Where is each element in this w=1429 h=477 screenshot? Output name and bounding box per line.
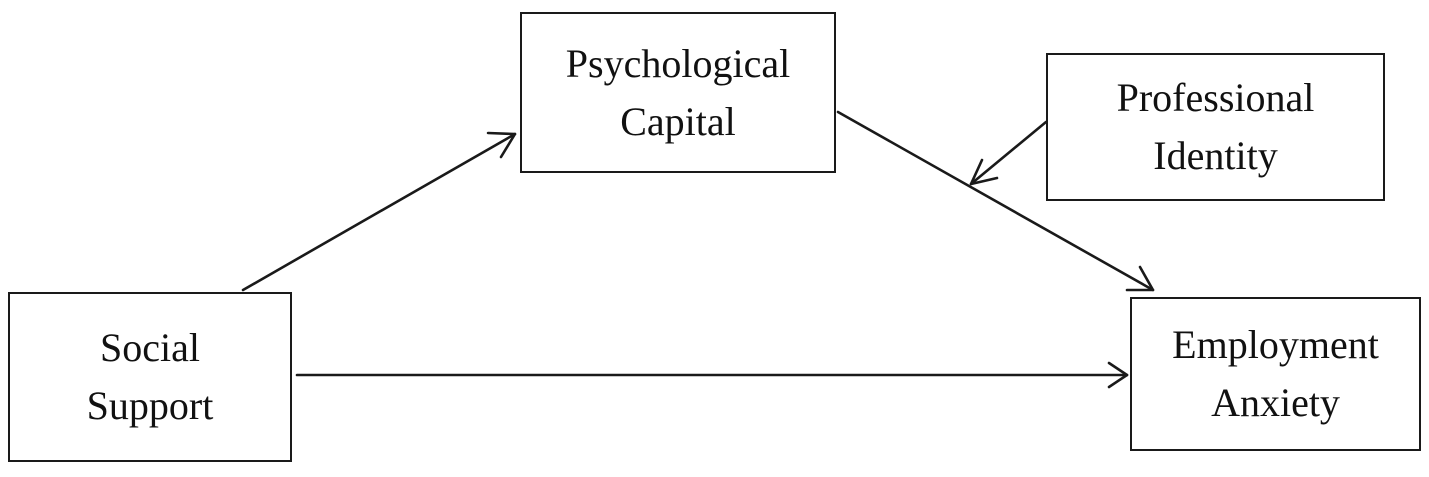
node-social-support: Social Support	[8, 292, 292, 462]
node-label-line: Psychological	[565, 40, 791, 86]
node-label-line: Professional	[1116, 75, 1315, 120]
node-employment-anxiety: Employment Anxiety	[1130, 297, 1421, 451]
node-label-line: Employment	[1172, 322, 1379, 367]
arrow-social-to-psychological	[241, 131, 517, 292]
node-psychological-capital: Psychological Capital	[520, 12, 836, 173]
arrow-social-to-employment	[295, 361, 1129, 389]
node-label-line: Capital	[620, 98, 736, 144]
node-professional-identity: Professional Identity	[1046, 53, 1385, 201]
arrow-professional-moderation	[969, 120, 1048, 186]
arrow-psychological-to-employment	[836, 110, 1155, 292]
node-label-line: Anxiety	[1211, 380, 1340, 425]
node-label-line: Identity	[1153, 133, 1278, 178]
node-label-line: Social	[100, 325, 200, 370]
node-label-line: Support	[86, 383, 214, 428]
